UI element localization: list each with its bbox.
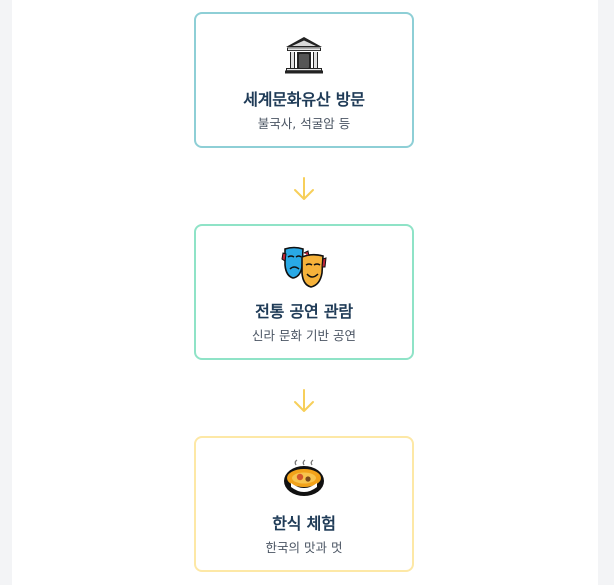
arrow-down-icon: [292, 388, 316, 414]
step-subtitle: 한국의 맛과 멋: [265, 540, 343, 555]
classical-building-icon: [196, 32, 412, 78]
step-card-traditional-performance: 전통 공연 관람 신라 문화 기반 공연: [194, 224, 414, 360]
content-panel: 세계문화유산 방문 불국사, 석굴암 등: [12, 0, 598, 585]
step-title: 세계문화유산 방문: [243, 90, 365, 109]
performing-arts-masks-icon: [196, 244, 412, 290]
step-card-korean-food: 한식 체험 한국의 맛과 멋: [194, 436, 414, 572]
step-subtitle: 신라 문화 기반 공연: [252, 328, 356, 343]
stew-bowl-icon: [196, 456, 412, 502]
arrow-down-icon: [292, 176, 316, 202]
step-card-heritage-visit: 세계문화유산 방문 불국사, 석굴암 등: [194, 12, 414, 148]
step-title: 한식 체험: [272, 514, 336, 533]
step-title: 전통 공연 관람: [255, 302, 353, 321]
step-subtitle: 불국사, 석굴암 등: [257, 116, 351, 131]
experience-flow-diagram: 세계문화유산 방문 불국사, 석굴암 등: [12, 0, 598, 585]
